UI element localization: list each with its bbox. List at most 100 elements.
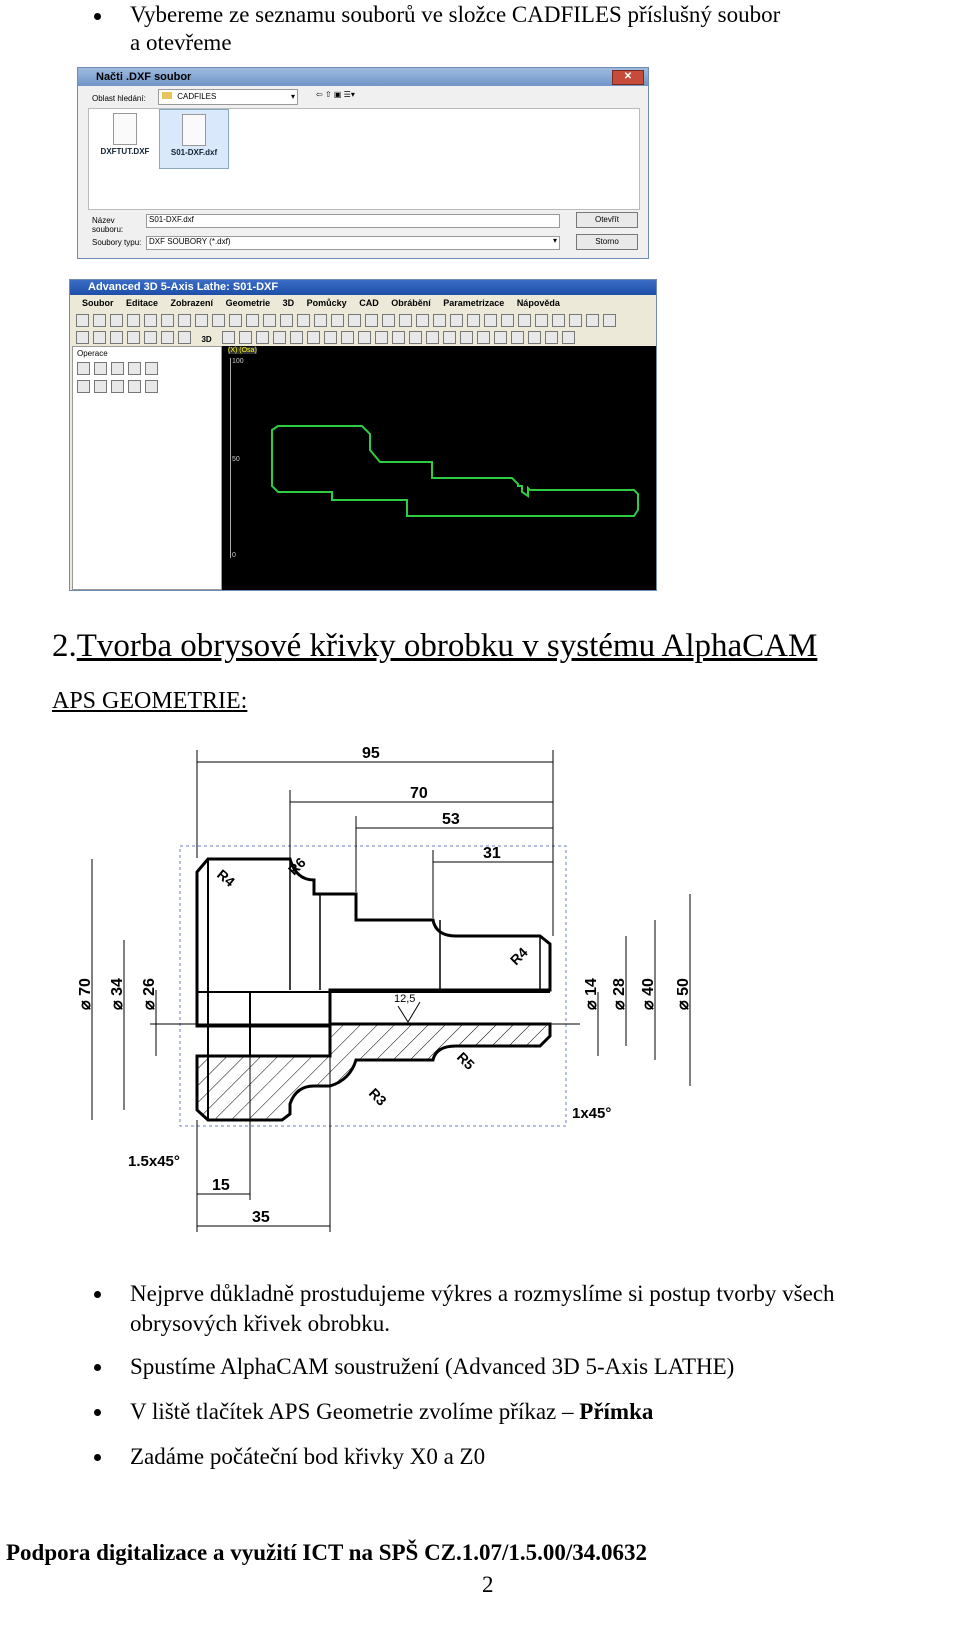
file-icon — [113, 113, 137, 145]
hide-icon[interactable] — [307, 331, 321, 345]
text-icon[interactable] — [263, 314, 276, 328]
menu-soubor[interactable]: Soubor — [82, 298, 114, 308]
layer-icon[interactable] — [484, 314, 497, 328]
back-icon[interactable]: ⇦ — [316, 90, 323, 99]
offset-icon[interactable] — [450, 314, 463, 328]
move-icon[interactable] — [297, 314, 310, 328]
chamfer-icon[interactable] — [409, 331, 423, 345]
stock-icon[interactable] — [511, 331, 525, 345]
dim-53: 53 — [442, 811, 460, 828]
ortho-icon[interactable] — [256, 331, 270, 345]
finish-icon[interactable] — [535, 314, 548, 328]
mirror-icon[interactable] — [348, 314, 361, 328]
cancel-button[interactable]: Storno — [576, 234, 638, 250]
arrow-op-icon[interactable] — [145, 380, 158, 394]
zoom-window-icon[interactable] — [110, 331, 123, 345]
list-icon[interactable] — [77, 362, 90, 376]
move-down-icon[interactable] — [111, 362, 124, 376]
menu-obrabeni[interactable]: Obrábění — [391, 298, 431, 308]
zoom-in-icon[interactable] — [76, 331, 89, 345]
select-icon[interactable] — [290, 331, 304, 345]
extend-icon[interactable] — [399, 314, 412, 328]
filetype-select[interactable]: DXF SOUBORY (*.dxf) ▾ — [146, 236, 560, 250]
start-point-icon[interactable] — [443, 331, 457, 345]
save-icon[interactable] — [110, 314, 123, 328]
close-icon[interactable]: ✕ — [612, 70, 644, 85]
simulate-icon[interactable] — [603, 314, 616, 328]
undo-icon[interactable] — [144, 314, 157, 328]
menu-napoveda[interactable]: Nápověda — [516, 298, 560, 308]
spline-icon[interactable] — [375, 331, 389, 345]
filename-field[interactable]: S01-DXF.dxf — [146, 214, 560, 228]
point-icon[interactable] — [392, 331, 406, 345]
new-folder-icon[interactable]: ▣ — [333, 90, 342, 99]
ellipse-icon[interactable] — [246, 314, 259, 328]
visible-icon[interactable] — [94, 380, 107, 394]
look-in-select[interactable]: CADFILES ▾ — [158, 89, 298, 105]
trim-icon[interactable] — [382, 314, 395, 328]
show-icon[interactable] — [324, 331, 338, 345]
delete-op-icon[interactable] — [128, 362, 141, 376]
open-button[interactable]: Otevřít — [576, 212, 638, 228]
circle-icon[interactable] — [178, 314, 191, 328]
point-op-icon[interactable] — [128, 380, 141, 394]
open-file-icon[interactable] — [93, 314, 106, 328]
profile-icon[interactable] — [426, 331, 440, 345]
bullet-4: Zadáme počáteční bod křivky X0 a Z0 — [130, 1444, 486, 1469]
rectangle-icon[interactable] — [212, 314, 225, 328]
measure-icon[interactable] — [341, 331, 355, 345]
print-icon[interactable] — [127, 314, 140, 328]
drawing-canvas[interactable]: (X) (Osa) 100 50 0 — [222, 346, 656, 590]
zoom-out-icon[interactable] — [93, 331, 106, 345]
file-item-dxftut[interactable]: DXFTUT.DXF — [95, 113, 155, 165]
menu-cad[interactable]: CAD — [359, 298, 379, 308]
tick-label: 100 — [232, 358, 244, 365]
tool-side-icon[interactable] — [477, 331, 491, 345]
grid-icon[interactable] — [239, 331, 253, 345]
direction-icon[interactable] — [460, 331, 474, 345]
line-icon[interactable] — [161, 314, 174, 328]
arc-icon[interactable] — [195, 314, 208, 328]
rough-icon[interactable] — [518, 314, 531, 328]
copy-icon[interactable] — [314, 314, 327, 328]
tool-op-icon[interactable] — [111, 380, 124, 394]
rotate-icon[interactable] — [331, 314, 344, 328]
menu-editace[interactable]: Editace — [126, 298, 159, 308]
drill-icon[interactable] — [552, 314, 565, 328]
dia-26: ⌀ 26 — [141, 978, 158, 1010]
pan-icon[interactable] — [144, 331, 157, 345]
view-icon[interactable] — [178, 331, 191, 345]
groove-icon[interactable] — [586, 314, 599, 328]
break-icon[interactable] — [416, 314, 429, 328]
file-item-s01[interactable]: S01-DXF.dxf — [159, 109, 229, 169]
menu-3d[interactable]: 3D — [282, 298, 295, 308]
lock-icon[interactable] — [77, 380, 90, 394]
zoom-all-icon[interactable] — [127, 331, 140, 345]
edit-op-icon[interactable] — [145, 362, 158, 376]
delete-icon[interactable] — [280, 314, 293, 328]
menu-parametrizace[interactable]: Parametrizace — [443, 298, 505, 308]
geometry-icon[interactable] — [358, 331, 372, 345]
settings-icon[interactable] — [562, 331, 576, 345]
menu-pomucky[interactable]: Pomůcky — [306, 298, 347, 308]
filename-label: Název souboru: — [92, 216, 124, 234]
menu-zobrazeni[interactable]: Zobrazení — [170, 298, 214, 308]
up-folder-icon[interactable]: ⇧ — [324, 90, 332, 99]
tool-icon[interactable] — [501, 314, 514, 328]
nc-output-icon[interactable] — [545, 331, 559, 345]
fillet-icon[interactable] — [365, 314, 378, 328]
work-plane-icon[interactable] — [273, 331, 287, 345]
snap-icon[interactable] — [222, 331, 236, 345]
menu-geometrie[interactable]: Geometrie — [225, 298, 271, 308]
view-3d-button[interactable]: 3D — [201, 335, 212, 344]
view-menu-icon[interactable]: ☰▾ — [343, 90, 355, 99]
join-icon[interactable] — [433, 314, 446, 328]
lead-icon[interactable] — [494, 331, 508, 345]
move-up-icon[interactable] — [94, 362, 107, 376]
thread-icon[interactable] — [569, 314, 582, 328]
polygon-icon[interactable] — [229, 314, 242, 328]
new-file-icon[interactable] — [76, 314, 89, 328]
chuck-icon[interactable] — [528, 331, 542, 345]
dimension-icon[interactable] — [467, 314, 480, 328]
redraw-icon[interactable] — [161, 331, 174, 345]
